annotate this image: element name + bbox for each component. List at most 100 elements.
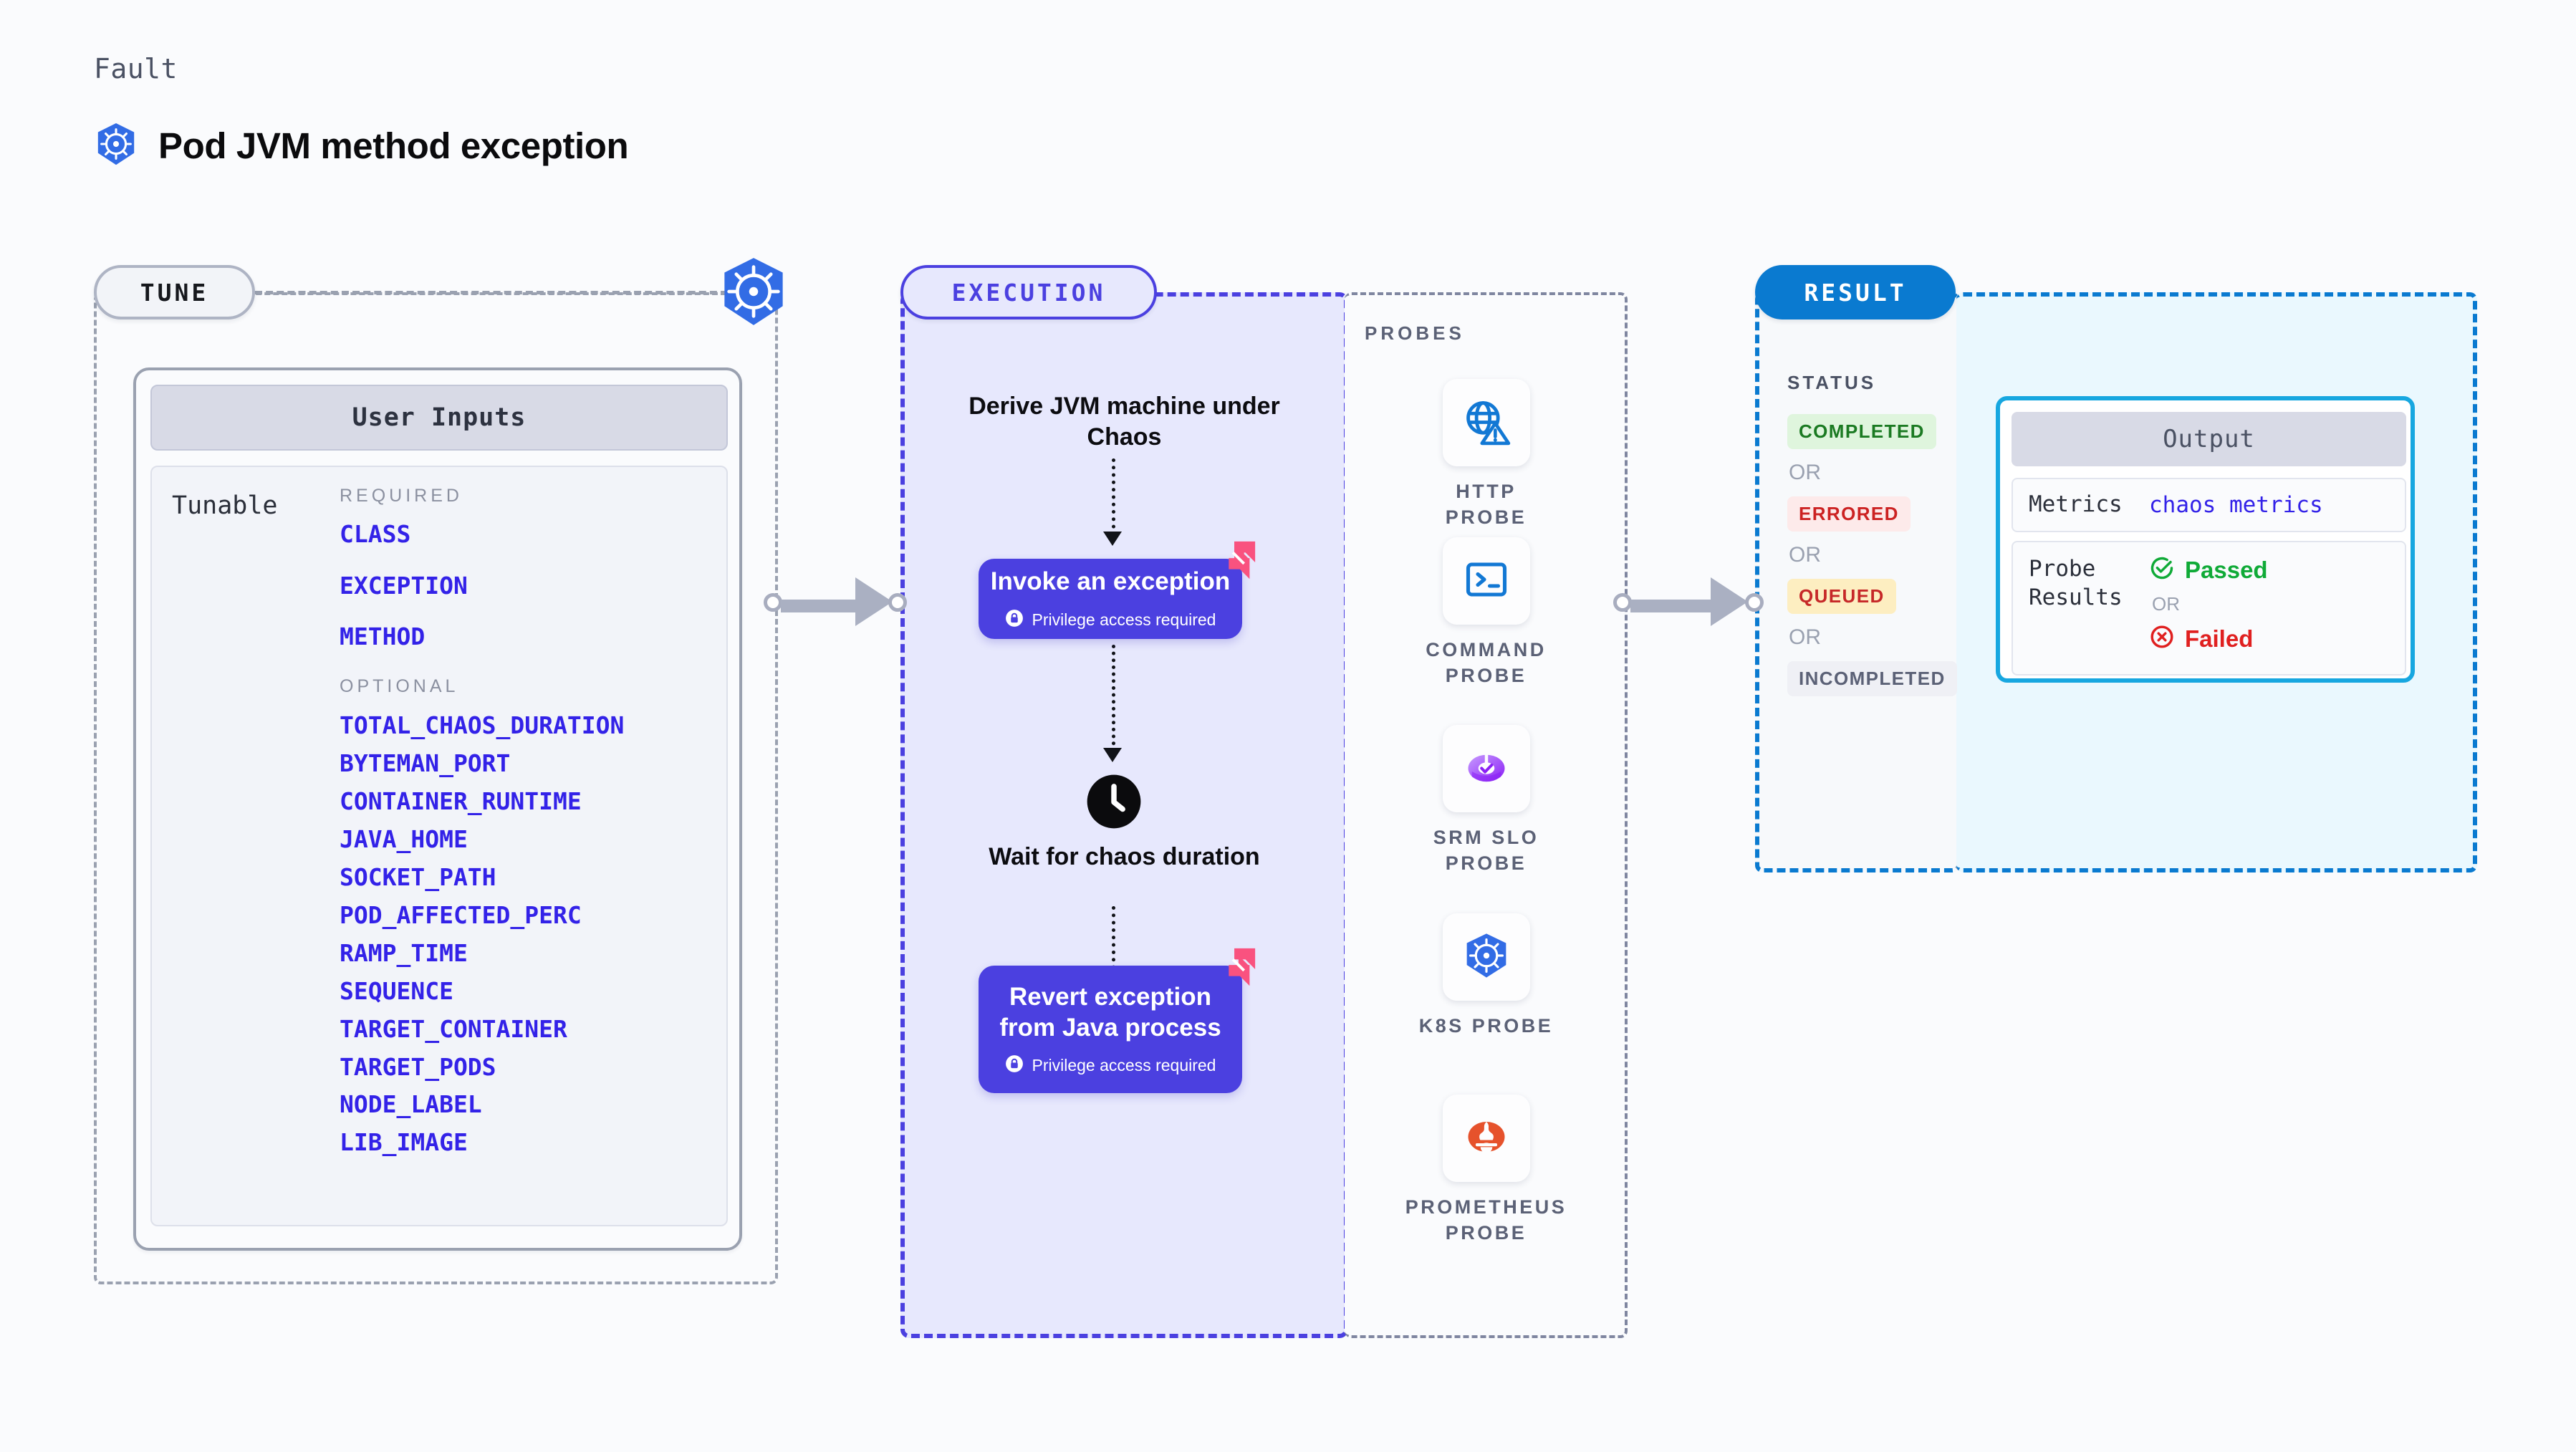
probe-item-command[interactable]: COMMAND PROBE (1413, 537, 1559, 688)
status-or-1: OR (1789, 461, 1821, 484)
connector-end-dot (1745, 593, 1764, 612)
connector-start-dot (764, 593, 782, 612)
probe-item-srm-slo[interactable]: SRM SLO PROBE (1413, 725, 1559, 876)
param-target-pods[interactable]: TARGET_PODS (340, 1052, 496, 1081)
param-lib-image[interactable]: LIB_IMAGE (340, 1128, 468, 1157)
stage-pill-result[interactable]: RESULT (1755, 265, 1956, 319)
probe-label: HTTP PROBE (1445, 481, 1527, 528)
probe-item-prometheus[interactable]: PROMETHEUS PROBE (1405, 1095, 1565, 1246)
status-or-3: OR (1789, 625, 1821, 649)
probe-tile (1442, 537, 1530, 625)
flow-arrow-3 (1112, 906, 1115, 976)
output-metrics-key: Metrics (2029, 491, 2123, 518)
output-row-metrics: Metrics chaos metrics (2012, 478, 2406, 532)
status-badge-queued: QUEUED (1787, 579, 1896, 614)
flow-arrow-1 (1112, 458, 1115, 536)
output-probe-results-values: Passed OR Failed (2149, 555, 2268, 653)
globe-warning-icon (1460, 395, 1513, 451)
flow-arrow-2 (1112, 645, 1115, 752)
stage-pill-execution[interactable]: EXECUTION (900, 265, 1157, 319)
clock-icon (1086, 774, 1142, 830)
connector-end-dot (888, 593, 907, 612)
x-circle-icon (2149, 624, 2175, 653)
privilege-note: Privilege access required (1005, 1054, 1216, 1077)
kubernetes-icon (1461, 931, 1512, 984)
user-inputs-card-title: User Inputs (150, 385, 728, 451)
privilege-note-text: Privilege access required (1032, 610, 1216, 629)
kubernetes-icon (94, 122, 138, 170)
probe-result-passed: Passed (2149, 555, 2268, 585)
action-title: Invoke an exception (990, 567, 1231, 596)
privilege-note-text: Privilege access required (1032, 1056, 1216, 1075)
probe-label: K8S PROBE (1418, 1015, 1554, 1037)
probe-tile (1442, 913, 1530, 1001)
output-card: Output Metrics chaos metrics Probe Resul… (1996, 396, 2415, 683)
probes-section-label: PROBES (1365, 322, 1465, 344)
page-title: Pod JVM method exception (94, 122, 629, 170)
param-container-runtime[interactable]: CONTAINER_RUNTIME (340, 787, 582, 815)
output-metrics-value[interactable]: chaos metrics (2149, 492, 2323, 518)
probe-result-failed-label: Failed (2185, 625, 2254, 652)
connector-execution-to-result (1613, 577, 1765, 626)
param-ramp-time[interactable]: RAMP_TIME (340, 938, 468, 967)
probe-tile (1442, 725, 1530, 812)
probe-result-passed-label: Passed (2185, 556, 2268, 583)
param-byteman-port[interactable]: BYTEMAN_PORT (340, 749, 511, 777)
tunable-label: Tunable (172, 491, 278, 520)
flow-arrowhead-1 (1103, 532, 1122, 546)
param-exception[interactable]: EXCEPTION (340, 571, 468, 600)
lock-icon (1005, 609, 1024, 631)
status-or-2: OR (1789, 543, 1821, 567)
prometheus-icon (1461, 1111, 1512, 1166)
terminal-icon (1461, 554, 1512, 609)
action-title: Revert exception from Java process (999, 982, 1221, 1042)
execution-step-wait-title: Wait for chaos duration (989, 843, 1260, 870)
optional-group-label: OPTIONAL (340, 675, 459, 696)
status-section-label: STATUS (1787, 372, 1877, 393)
status-badge-incompleted: INCOMPLETED (1787, 661, 1957, 696)
action-invoke-exception[interactable]: Invoke an exception Privilege access req… (979, 541, 1256, 639)
probe-result-or: OR (2152, 593, 2180, 615)
connector-start-dot (1613, 593, 1632, 612)
connector-tune-to-execution (764, 577, 907, 626)
param-class[interactable]: CLASS (340, 520, 411, 548)
connector-arrowhead (855, 577, 893, 626)
action-revert-exception[interactable]: Revert exception from Java process Privi… (979, 948, 1256, 1093)
param-target-container[interactable]: TARGET_CONTAINER (340, 1014, 567, 1043)
connector-arrowhead (1711, 577, 1748, 626)
tunable-parameter-list: REQUIRED CLASS EXCEPTION METHOD OPTIONAL… (340, 486, 712, 1168)
param-socket-path[interactable]: SOCKET_PATH (340, 862, 496, 891)
probe-tile (1442, 1095, 1530, 1182)
probe-item-k8s[interactable]: K8S PROBE (1413, 913, 1559, 1039)
check-circle-icon (2149, 555, 2175, 585)
page-title-text: Pod JVM method exception (158, 125, 629, 166)
probe-result-failed: Failed (2149, 624, 2268, 653)
probe-item-http[interactable]: HTTP PROBE (1413, 379, 1559, 530)
output-row-probe-results: Probe Results Passed OR (2012, 541, 2406, 675)
status-badge-completed: COMPLETED (1787, 414, 1936, 449)
tune-leader-line (255, 291, 728, 294)
eyebrow-label: Fault (94, 53, 178, 85)
param-sequence[interactable]: SEQUENCE (340, 976, 453, 1005)
param-total-chaos-duration[interactable]: TOTAL_CHAOS_DURATION (340, 711, 625, 739)
status-badge-list: COMPLETED OR ERRORED OR QUEUED OR INCOMP… (1787, 414, 1957, 696)
connector-shaft (781, 600, 874, 612)
harness-icon (1213, 539, 1258, 583)
output-probe-results-key: Probe Results (2029, 556, 2123, 610)
param-method[interactable]: METHOD (340, 622, 426, 651)
status-badge-errored: ERRORED (1787, 496, 1911, 532)
required-group-label: REQUIRED (340, 486, 463, 506)
connector-shaft (1630, 600, 1729, 612)
param-pod-affected-perc[interactable]: POD_AFFECTED_PERC (340, 900, 582, 929)
param-java-home[interactable]: JAVA_HOME (340, 824, 468, 853)
probe-label: COMMAND PROBE (1426, 639, 1547, 686)
user-inputs-card: User Inputs Tunable REQUIRED CLASS EXCEP… (133, 367, 742, 1251)
stage-pill-tune[interactable]: TUNE (94, 265, 255, 319)
execution-step-derive-title: Derive JVM machine under Chaos (969, 393, 1280, 451)
srm-slo-icon (1461, 741, 1512, 797)
harness-icon (1213, 946, 1258, 990)
kubernetes-icon (718, 256, 789, 327)
param-node-label[interactable]: NODE_LABEL (340, 1090, 482, 1119)
output-card-title: Output (2012, 412, 2406, 466)
